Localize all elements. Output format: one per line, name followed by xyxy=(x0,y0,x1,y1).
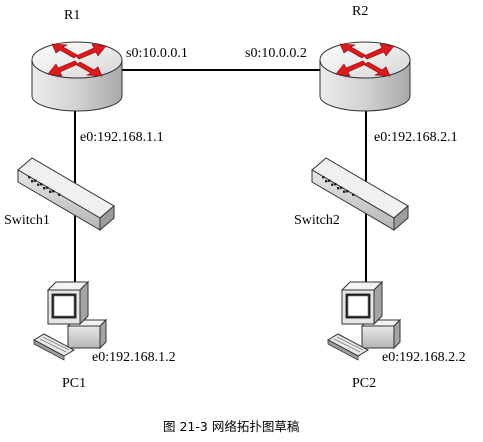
pc1-e0-address: e0:192.168.1.2 xyxy=(92,350,176,365)
r1-e0-address: e0:192.168.1.1 xyxy=(80,130,164,145)
router-r2-name: R2 xyxy=(352,4,368,19)
pc2-e0-address: e0:192.168.2.2 xyxy=(382,350,466,365)
pc2-name: PC2 xyxy=(352,376,376,391)
r2-e0-address: e0:192.168.2.1 xyxy=(374,130,458,145)
r2-s0-address: s0:10.0.0.2 xyxy=(245,46,307,61)
r1-s0-address: s0:10.0.0.1 xyxy=(126,46,188,61)
switch2-name: Switch2 xyxy=(294,213,340,228)
switch1-name: Switch1 xyxy=(4,213,50,228)
figure-caption: 图 21-3 网络拓扑图草稿 xyxy=(163,419,299,434)
pc1-name: PC1 xyxy=(62,376,86,391)
router-r1-name: R1 xyxy=(64,8,80,23)
pc1-icon xyxy=(33,281,107,361)
router-r1-icon xyxy=(31,41,123,112)
router-r2-icon xyxy=(319,41,411,112)
pc2-icon xyxy=(327,281,401,361)
